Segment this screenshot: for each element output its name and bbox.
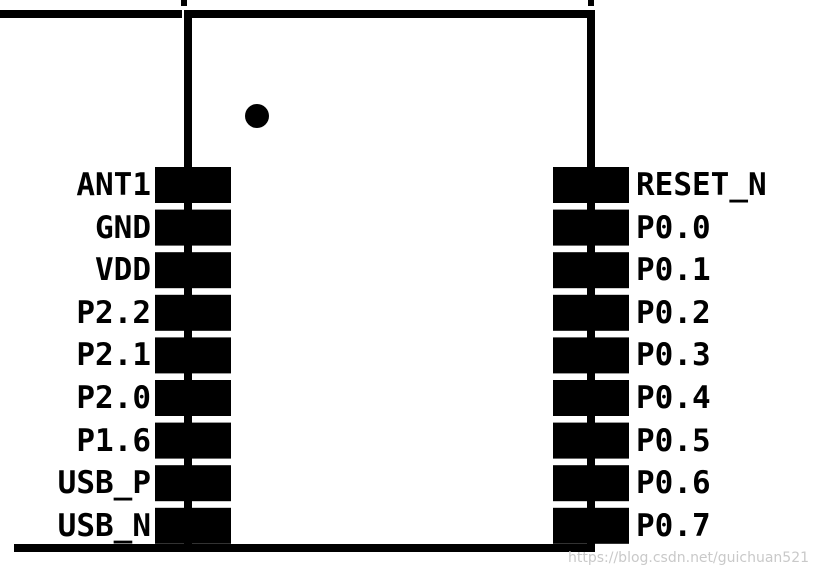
left-pin-label: ANT1 <box>76 167 151 203</box>
right-pin-label: P0.6 <box>636 465 711 502</box>
left-pin-pad <box>155 167 231 203</box>
left-pin-label: P2.0 <box>76 380 151 416</box>
right-pin-pad <box>553 337 629 374</box>
left-pin-pad <box>155 294 231 331</box>
right-pin-label: P0.1 <box>636 252 711 289</box>
left-pin-label: P1.6 <box>76 422 151 459</box>
pin1-marker-dot <box>245 104 269 128</box>
left-pin-pad <box>155 209 231 246</box>
right-pin-label: P0.3 <box>636 337 711 374</box>
right-pin-pad <box>553 252 629 289</box>
right-pin-label: P0.5 <box>636 422 711 459</box>
right-pin-pad <box>553 294 629 331</box>
right-pin-label: RESET_N <box>636 167 767 203</box>
right-pin-label: P0.2 <box>636 294 711 331</box>
left-pin-pad <box>155 337 231 374</box>
right-pin-pad <box>553 380 629 416</box>
watermark-text: https://blog.csdn.net/guichuan521 <box>568 550 810 566</box>
right-pin-pad <box>553 209 629 246</box>
right-pin-label: P0.7 <box>636 507 711 544</box>
left-pin-pad <box>155 507 231 544</box>
right-pin-pad <box>553 465 629 502</box>
right-pin-pad <box>553 167 629 203</box>
right-pad-group <box>553 167 629 544</box>
left-pad-group <box>155 167 231 544</box>
left-pin-pad <box>155 252 231 289</box>
right-pin-label: P0.0 <box>636 209 711 246</box>
left-pin-pad <box>155 422 231 459</box>
chip-body <box>184 10 595 552</box>
top-left-tick <box>181 0 187 6</box>
left-pin-label: GND <box>95 209 151 246</box>
right-pin-pad <box>553 422 629 459</box>
right-pin-label: P0.4 <box>636 380 711 416</box>
top-right-tick <box>588 0 594 6</box>
left-pin-label: USB_P <box>57 465 151 502</box>
left-pin-pad <box>155 465 231 502</box>
left-pin-label: P2.1 <box>76 337 151 374</box>
left-pin-label: USB_N <box>57 507 151 544</box>
right-pin-pad <box>553 507 629 544</box>
left-pin-label: P2.2 <box>76 294 151 331</box>
left-pin-pad <box>155 380 231 416</box>
left-pin-label: VDD <box>95 252 151 289</box>
